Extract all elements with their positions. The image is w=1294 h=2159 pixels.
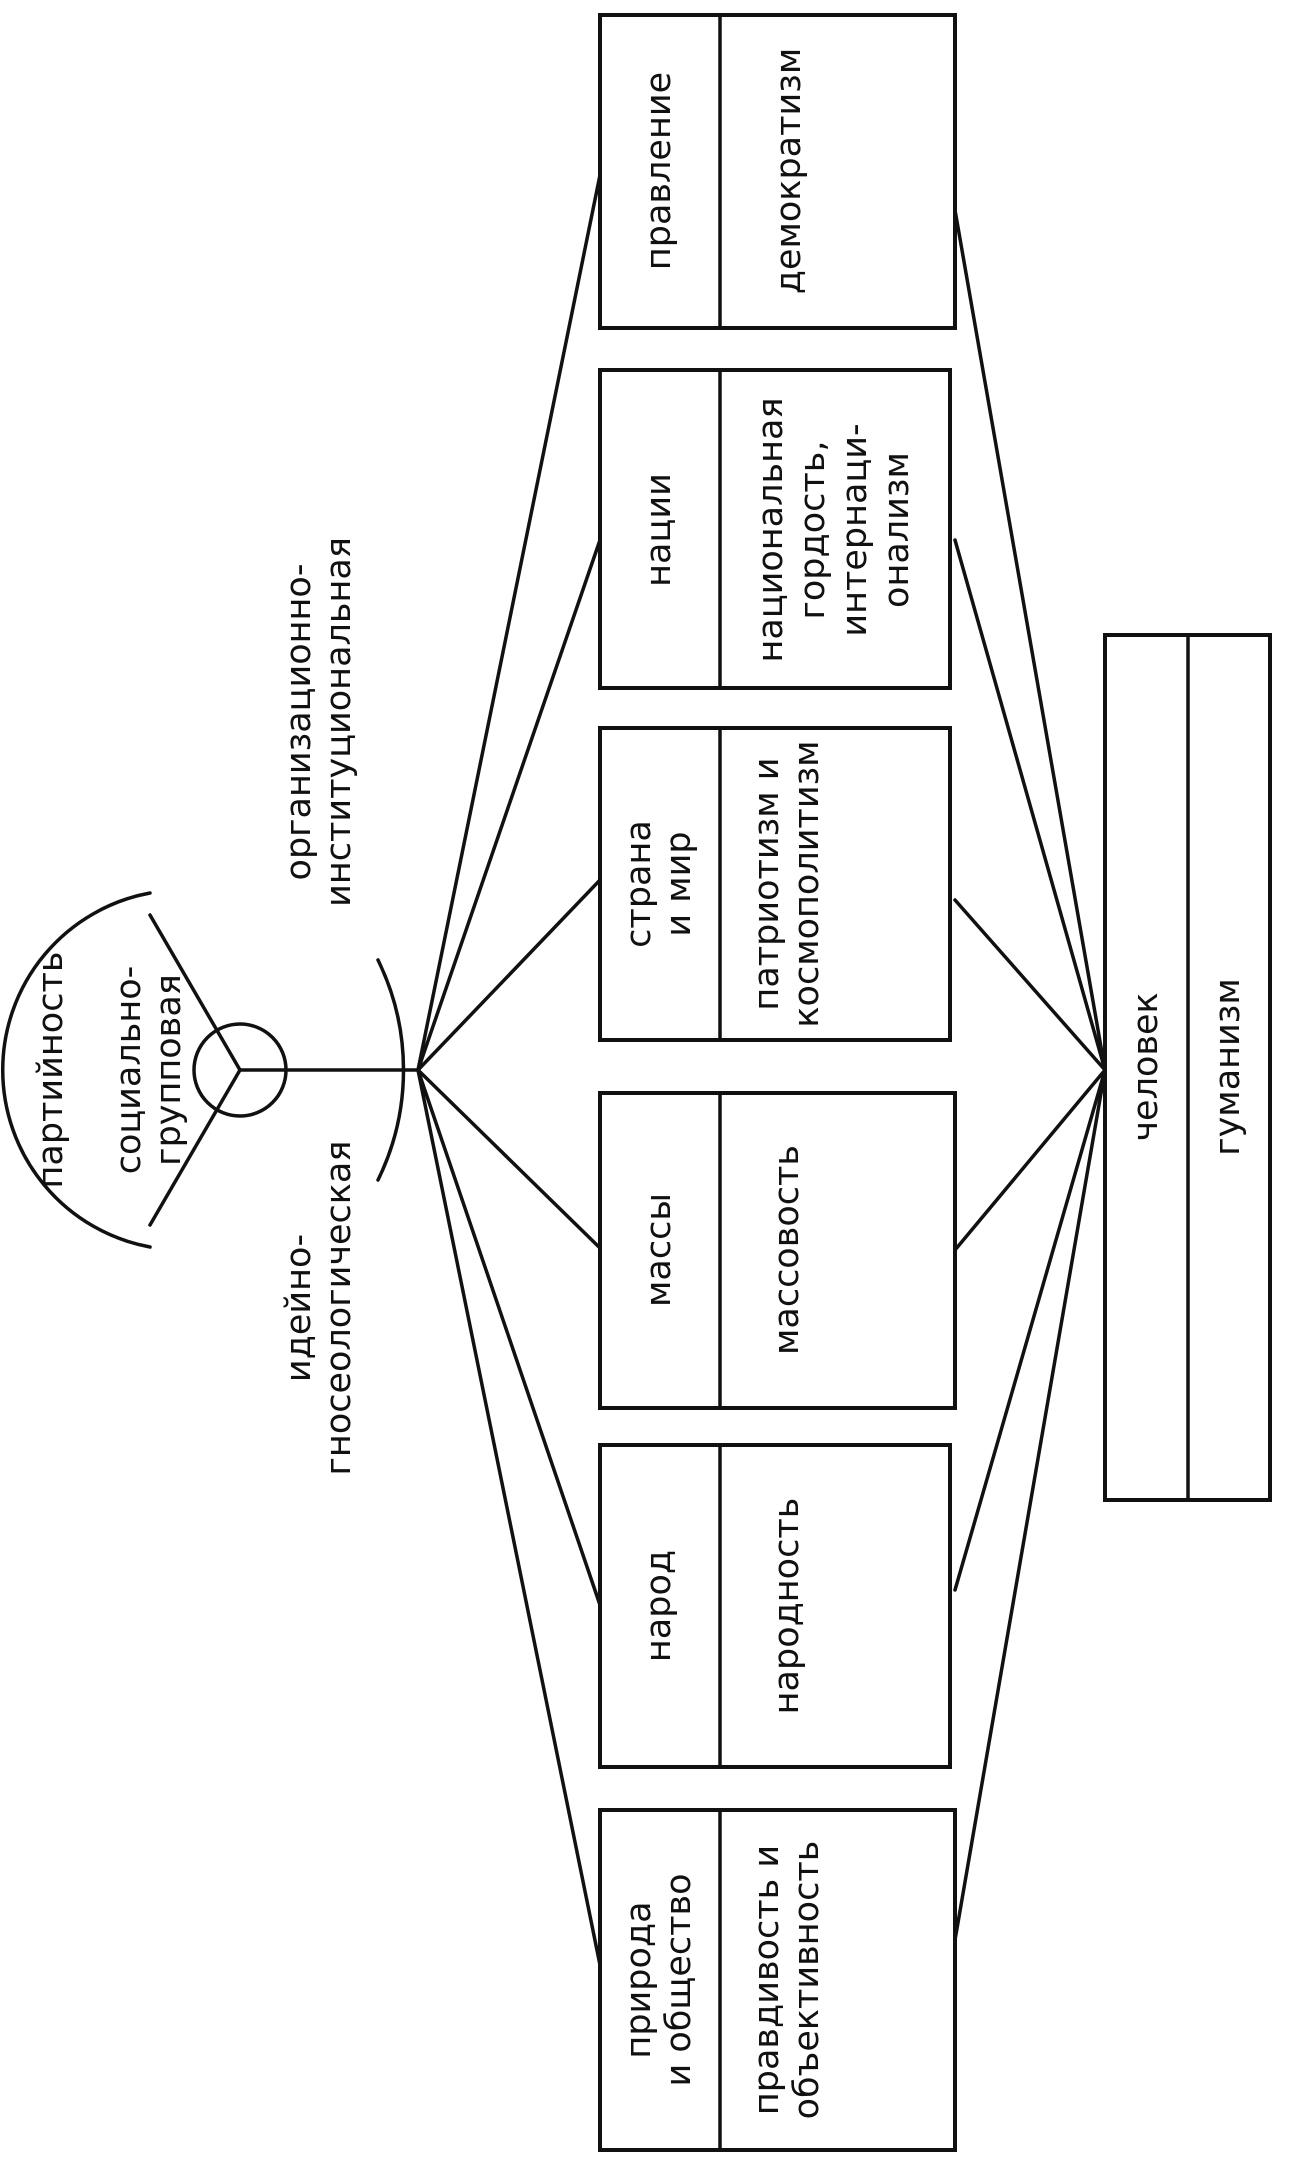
- box-4-content: патриотизм и космополитизм: [747, 740, 827, 1027]
- box-3-header: массы: [639, 1193, 679, 1307]
- hub-sector-right-line-1: организационно-: [279, 564, 319, 881]
- box-2-header: народ: [639, 1550, 679, 1662]
- box-4: страна и мир патриотизм и космополитизм: [598, 726, 952, 1042]
- connector-hub-box-6: [416, 173, 602, 1072]
- hub-title: партийность: [31, 952, 71, 1189]
- box-4-content-line-1: патриотизм и: [747, 757, 787, 1010]
- hub-sector-left-line-1: идейно-: [279, 1234, 319, 1382]
- hub-divider-upper: [148, 913, 242, 1072]
- hub-sector-top: социально- групповая: [109, 966, 189, 1175]
- connector-box-3-final: [953, 1068, 1107, 1252]
- box-6-frame: [598, 13, 957, 330]
- final-box-content: гуманизм: [1208, 978, 1248, 1156]
- box-1-frame: [598, 1808, 957, 2152]
- box-5-frame: [598, 368, 952, 690]
- connector-box-5-final: [953, 538, 1107, 1072]
- box-3-frame: [598, 1091, 957, 1410]
- box-5-content-line-1: национальная: [751, 397, 791, 662]
- final-box: человек гуманизм: [1103, 633, 1272, 1502]
- connector-hub-box-3: [416, 1068, 602, 1250]
- box-5-content-line-4: онализм: [877, 452, 917, 608]
- box-6-header: правление: [639, 72, 679, 270]
- box-6: правление демократизм: [598, 13, 957, 330]
- box-6-content: демократизм: [769, 48, 809, 295]
- box-1-content-line-1: правдивость и: [747, 1845, 787, 2115]
- final-box-header: человек: [1126, 992, 1166, 1141]
- connector-box-4-final: [953, 898, 1107, 1072]
- box-5: нации национальная гордость, интернаци- …: [598, 368, 952, 690]
- box-1-content: правдивость и объективность: [747, 1841, 827, 2120]
- box-3: массы массовость: [598, 1091, 957, 1410]
- box-4-header-line-1: страна: [619, 820, 659, 948]
- box-2-frame: [598, 1443, 952, 1769]
- connector-hub-box-5: [416, 538, 602, 1072]
- box-1-header-line-1: природа: [619, 1901, 659, 2058]
- box-1-content-line-2: объективность: [787, 1841, 827, 2120]
- hub-sector-left: идейно- гносеологическая: [279, 1141, 359, 1476]
- box-2: народ народность: [598, 1443, 952, 1769]
- hub-divider-lower: [148, 1068, 242, 1227]
- hub-sector-right: организационно- институциональная: [279, 537, 359, 907]
- box-5-header: нации: [639, 473, 679, 587]
- connector-hub-box-2: [416, 1068, 602, 1607]
- box-4-header: страна и мир: [619, 820, 699, 948]
- box-2-content: народность: [767, 1498, 807, 1715]
- hub: партийность социально- групповая организ…: [1, 537, 420, 1476]
- box-4-content-line-2: космополитизм: [787, 740, 827, 1027]
- hub-sector-top-line-1: социально-: [109, 966, 149, 1175]
- box-4-frame: [598, 726, 952, 1042]
- final-connectors: [953, 208, 1107, 1942]
- connector-hub-box-1: [416, 1068, 602, 1967]
- hub-sector-top-line-2: групповая: [149, 974, 189, 1166]
- box-1: природа и общество правдивость и объекти…: [598, 1808, 957, 2152]
- box-5-content: национальная гордость, интернаци- онализ…: [751, 397, 917, 662]
- hub-sector-right-line-2: институциональная: [319, 537, 359, 907]
- connector-hub-box-4: [416, 878, 602, 1072]
- box-4-header-line-2: и мир: [659, 831, 699, 936]
- hub-outer-arc-left: [1, 891, 152, 1249]
- box-1-header: природа и общество: [619, 1873, 699, 2086]
- box-5-content-line-3: интернаци-: [835, 423, 875, 636]
- hub-connectors: [416, 173, 602, 1967]
- connector-box-1-final: [953, 1068, 1107, 1942]
- box-1-header-line-2: и общество: [659, 1873, 699, 2086]
- connector-box-2-final: [953, 1068, 1107, 1592]
- connector-box-6-final: [953, 208, 1107, 1072]
- box-3-content: массовость: [767, 1145, 807, 1355]
- hub-sector-left-line-2: гносеологическая: [319, 1141, 359, 1476]
- box-5-content-line-2: гордость,: [793, 440, 833, 619]
